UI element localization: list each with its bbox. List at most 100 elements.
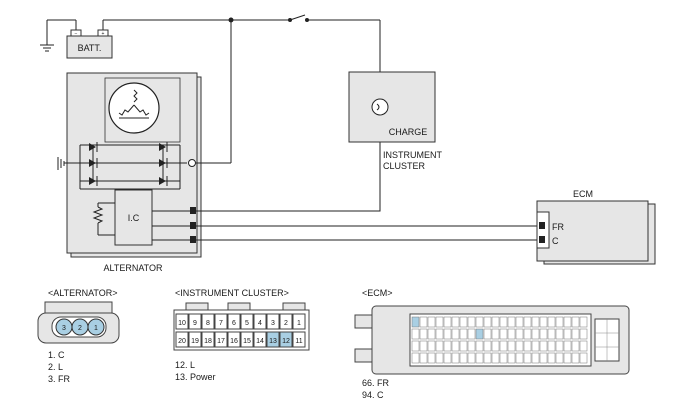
cluster-pin-label: 3 (271, 320, 275, 327)
ground-icon (57, 157, 80, 170)
ecm-pin-cavity (491, 352, 500, 364)
battery: − + BATT. (40, 19, 113, 59)
ecm-pin-cavity (475, 340, 484, 352)
ecm-pin-cavity (491, 316, 500, 328)
stator-frame (104, 77, 181, 143)
cluster-pin-label: 19 (191, 338, 199, 345)
cluster-pin (201, 331, 215, 348)
cluster-pin (266, 313, 280, 330)
alternator-connector (152, 207, 196, 243)
ecm-pin-cavity (467, 328, 476, 340)
charge-label: CHARGE (389, 127, 428, 137)
ecm-pin-cavity (499, 316, 508, 328)
ecm-pin-cavity (515, 340, 524, 352)
cluster-pin-label: 14 (256, 338, 264, 345)
ecm-pin-fr: FR (552, 222, 564, 232)
ecm-pin-cavity (459, 352, 468, 364)
alternator-connector-title: <ALTERNATOR> (48, 288, 118, 298)
battery-label: BATT. (78, 43, 102, 53)
cluster-pin-label: 13 (269, 338, 277, 345)
ecm-pin-cavity (571, 328, 580, 340)
alt-pin-label: 2 (78, 325, 82, 332)
ecm-pin-cavity (571, 340, 580, 352)
cluster-pin-label: 9 (193, 320, 197, 327)
ecm-pin-cavity (491, 328, 500, 340)
ecm-legend-item: 94. C (362, 390, 384, 400)
ecm-pin-cavity (435, 328, 444, 340)
diode-icon (89, 142, 168, 186)
ecm-pin-cavity (419, 340, 428, 352)
ecm-pin-cavity (579, 316, 588, 328)
ecm-pin-cavity (507, 352, 516, 364)
cluster-pin (214, 313, 228, 330)
ecm-body (536, 200, 649, 262)
ecm-pin-cavity (555, 352, 564, 364)
ground-icon (40, 44, 54, 52)
field-resistor-icon (92, 202, 115, 236)
ecm-pin-cavity (539, 340, 548, 352)
ecm-pin-cavity (563, 352, 572, 364)
ecm-connector-view: <ECM> 66. FR 94. C (354, 288, 630, 400)
ecm-pin-cavity (427, 340, 436, 352)
alt-legend-item: 3. FR (48, 374, 71, 384)
ignition-switch-icon (288, 14, 309, 22)
ecm-pin-cavity (539, 316, 548, 328)
ecm-pin-cavity (499, 352, 508, 364)
ecm-pin-cavity (475, 352, 484, 364)
ecm-pin-grid (411, 316, 588, 364)
cluster-pin (188, 331, 202, 348)
instrument-cluster: CHARGE INSTRUMENT CLUSTER (348, 71, 442, 171)
ecm-pin-cavity (483, 352, 492, 364)
ecm-pin-cavity (451, 352, 460, 364)
ecm-pin-cavity (531, 328, 540, 340)
cluster-pin (253, 331, 267, 348)
ecm-pin-cavity (555, 316, 564, 328)
ecm-pin-cavity (483, 316, 492, 328)
cluster-pin-label: 1 (297, 320, 301, 327)
ecm-pin-cavity (491, 340, 500, 352)
alt-legend-item: 2. L (48, 362, 63, 372)
ecm-pin-cavity (531, 340, 540, 352)
cluster-pin (227, 331, 241, 348)
svg-text:−: − (75, 31, 78, 37)
ecm-pin-cavity (451, 316, 460, 328)
cluster-pin-label: 16 (230, 338, 238, 345)
ecm-pin-cavity (451, 328, 460, 340)
ecm-pin-cavity (443, 352, 452, 364)
ecm-pin-cavity (459, 340, 468, 352)
cluster-pin (188, 313, 202, 330)
cluster-pin (292, 313, 306, 330)
ecm-pin-cavity (523, 328, 532, 340)
ecm-pin-cavity (523, 340, 532, 352)
ecm-pin-cavity (579, 352, 588, 364)
charge-lamp-icon (371, 98, 389, 116)
cluster-pin (279, 313, 293, 330)
ecm-title: ECM (573, 189, 593, 199)
ecm-pin-cavity (523, 352, 532, 364)
ecm-pin-cavity (555, 340, 564, 352)
cluster-pin (227, 313, 241, 330)
ecm-pin-cavity (539, 352, 548, 364)
ecm-pin-cavity (515, 352, 524, 364)
cluster-pin (201, 313, 215, 330)
ecm-pin-cavity (435, 316, 444, 328)
ic-regulator (114, 189, 153, 246)
cluster-pin (175, 313, 189, 330)
ecm-pin-cavity (467, 340, 476, 352)
cluster-pin (253, 313, 267, 330)
alternator: I.C ALTERNATOR (57, 72, 202, 273)
ecm-pin-cavity (459, 316, 468, 328)
ecm-pin-cavity (467, 316, 476, 328)
ecm-pin-cavity (475, 328, 484, 340)
ecm-pin-cavity (443, 316, 452, 328)
cluster-pin-label: 5 (245, 320, 249, 327)
cluster-pin-label: 8 (206, 320, 210, 327)
cluster-pin (240, 331, 254, 348)
ecm-pin-cavity (499, 328, 508, 340)
cluster-pin (292, 331, 306, 348)
ecm-pin-cavity (443, 328, 452, 340)
